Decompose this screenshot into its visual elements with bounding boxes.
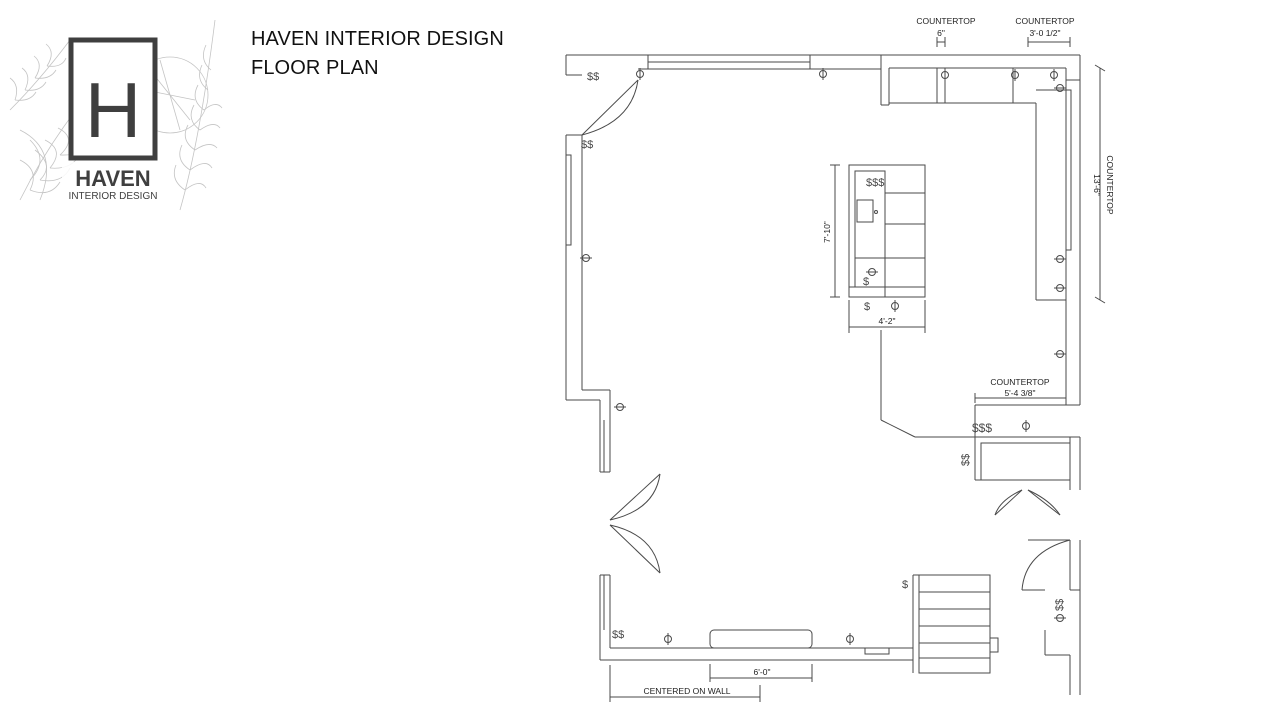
fixture-symbol [1054,614,1066,622]
fixture-symbol [1054,255,1066,263]
fixture-symbol [866,268,878,276]
lower-counter [880,330,1081,490]
outlet-symbol: $$ [1054,599,1066,611]
island-height-dim: 7'-10" [822,221,832,243]
countertop-b-label: COUNTERTOP [1015,16,1075,26]
right-wall [1036,79,1081,406]
outlet-symbol: $ [902,579,908,591]
floor-plan: $$ $$ $$ $$$ $ $ $$$ $$ $ $$ COUNTERTOP … [565,16,1115,702]
fixture-symbol [1054,284,1066,292]
fixture-symbol [1054,84,1066,92]
fixture-symbol [1022,420,1030,432]
countertop-top-dimensions [936,37,1071,47]
outlet-symbol: $$ [581,139,593,151]
countertop-c-dim: 5'-4 3/8" [1004,388,1035,398]
fixture-symbol [580,254,592,262]
fixture-symbol [664,633,672,645]
centered-on-wall-label: CENTERED ON WALL [643,686,730,696]
outlet-symbol: $$$ [972,421,992,435]
countertop-b-dim: 3'-0 1/2" [1029,28,1060,38]
outlet-symbol: $$ [587,71,599,83]
island-dimension-lines [830,164,926,333]
right-lower-wall [1044,540,1081,695]
bottom-dimensions [609,664,813,702]
logo-tagline: INTERIOR DESIGN [69,191,158,202]
left-wall [565,134,611,660]
fixture-symbol [891,300,899,312]
countertop-right-label: COUNTERTOP [1105,155,1115,215]
entry-door-top-left [581,79,639,136]
fixture-symbol [846,633,854,645]
countertop-right-dimension [1094,64,1106,304]
countertop-a-dim: 6" [937,28,945,38]
bottom-wall [600,629,913,661]
countertop-c-label: COUNTERTOP [990,377,1050,387]
outlet-symbol: $ [864,301,870,313]
outlet-symbol: $$ [960,454,972,466]
logo-monogram: H [85,66,141,154]
fixture-symbol [1011,69,1019,81]
kitchen-island [848,164,926,298]
countertop-right-dim: 13'-6" [1092,174,1102,196]
fixture-symbol [614,403,626,411]
island-width-dim: 4'-2" [879,316,896,326]
outlet-symbol: $ [863,276,869,288]
logo-frame [68,37,158,161]
outlet-symbol: $$ [612,629,624,641]
window-dim: 6'-0" [754,667,771,677]
stairs [912,574,999,674]
haven-logo: H HAVEN INTERIOR DESIGN [9,19,223,211]
countertop-c-dimension [974,393,1067,403]
title-floor-plan: FLOOR PLAN [251,57,379,79]
logo-brand: HAVEN [75,166,150,191]
fixture-symbol [636,68,644,80]
left-double-door [609,473,661,574]
upper-countertop [889,68,1067,300]
countertop-a-label: COUNTERTOP [916,16,976,26]
title-company: HAVEN INTERIOR DESIGN [251,28,504,50]
page-title: HAVEN INTERIOR DESIGN FLOOR PLAN [251,25,504,83]
fixture-symbol [1054,350,1066,358]
fixture-symbol [819,68,827,80]
fixture-symbol [1050,69,1058,81]
fixture-symbol [941,69,949,81]
outlet-symbol: $$$ [866,177,884,189]
right-double-door [994,489,1071,591]
light-fixtures [580,68,1066,645]
top-window [647,54,811,70]
